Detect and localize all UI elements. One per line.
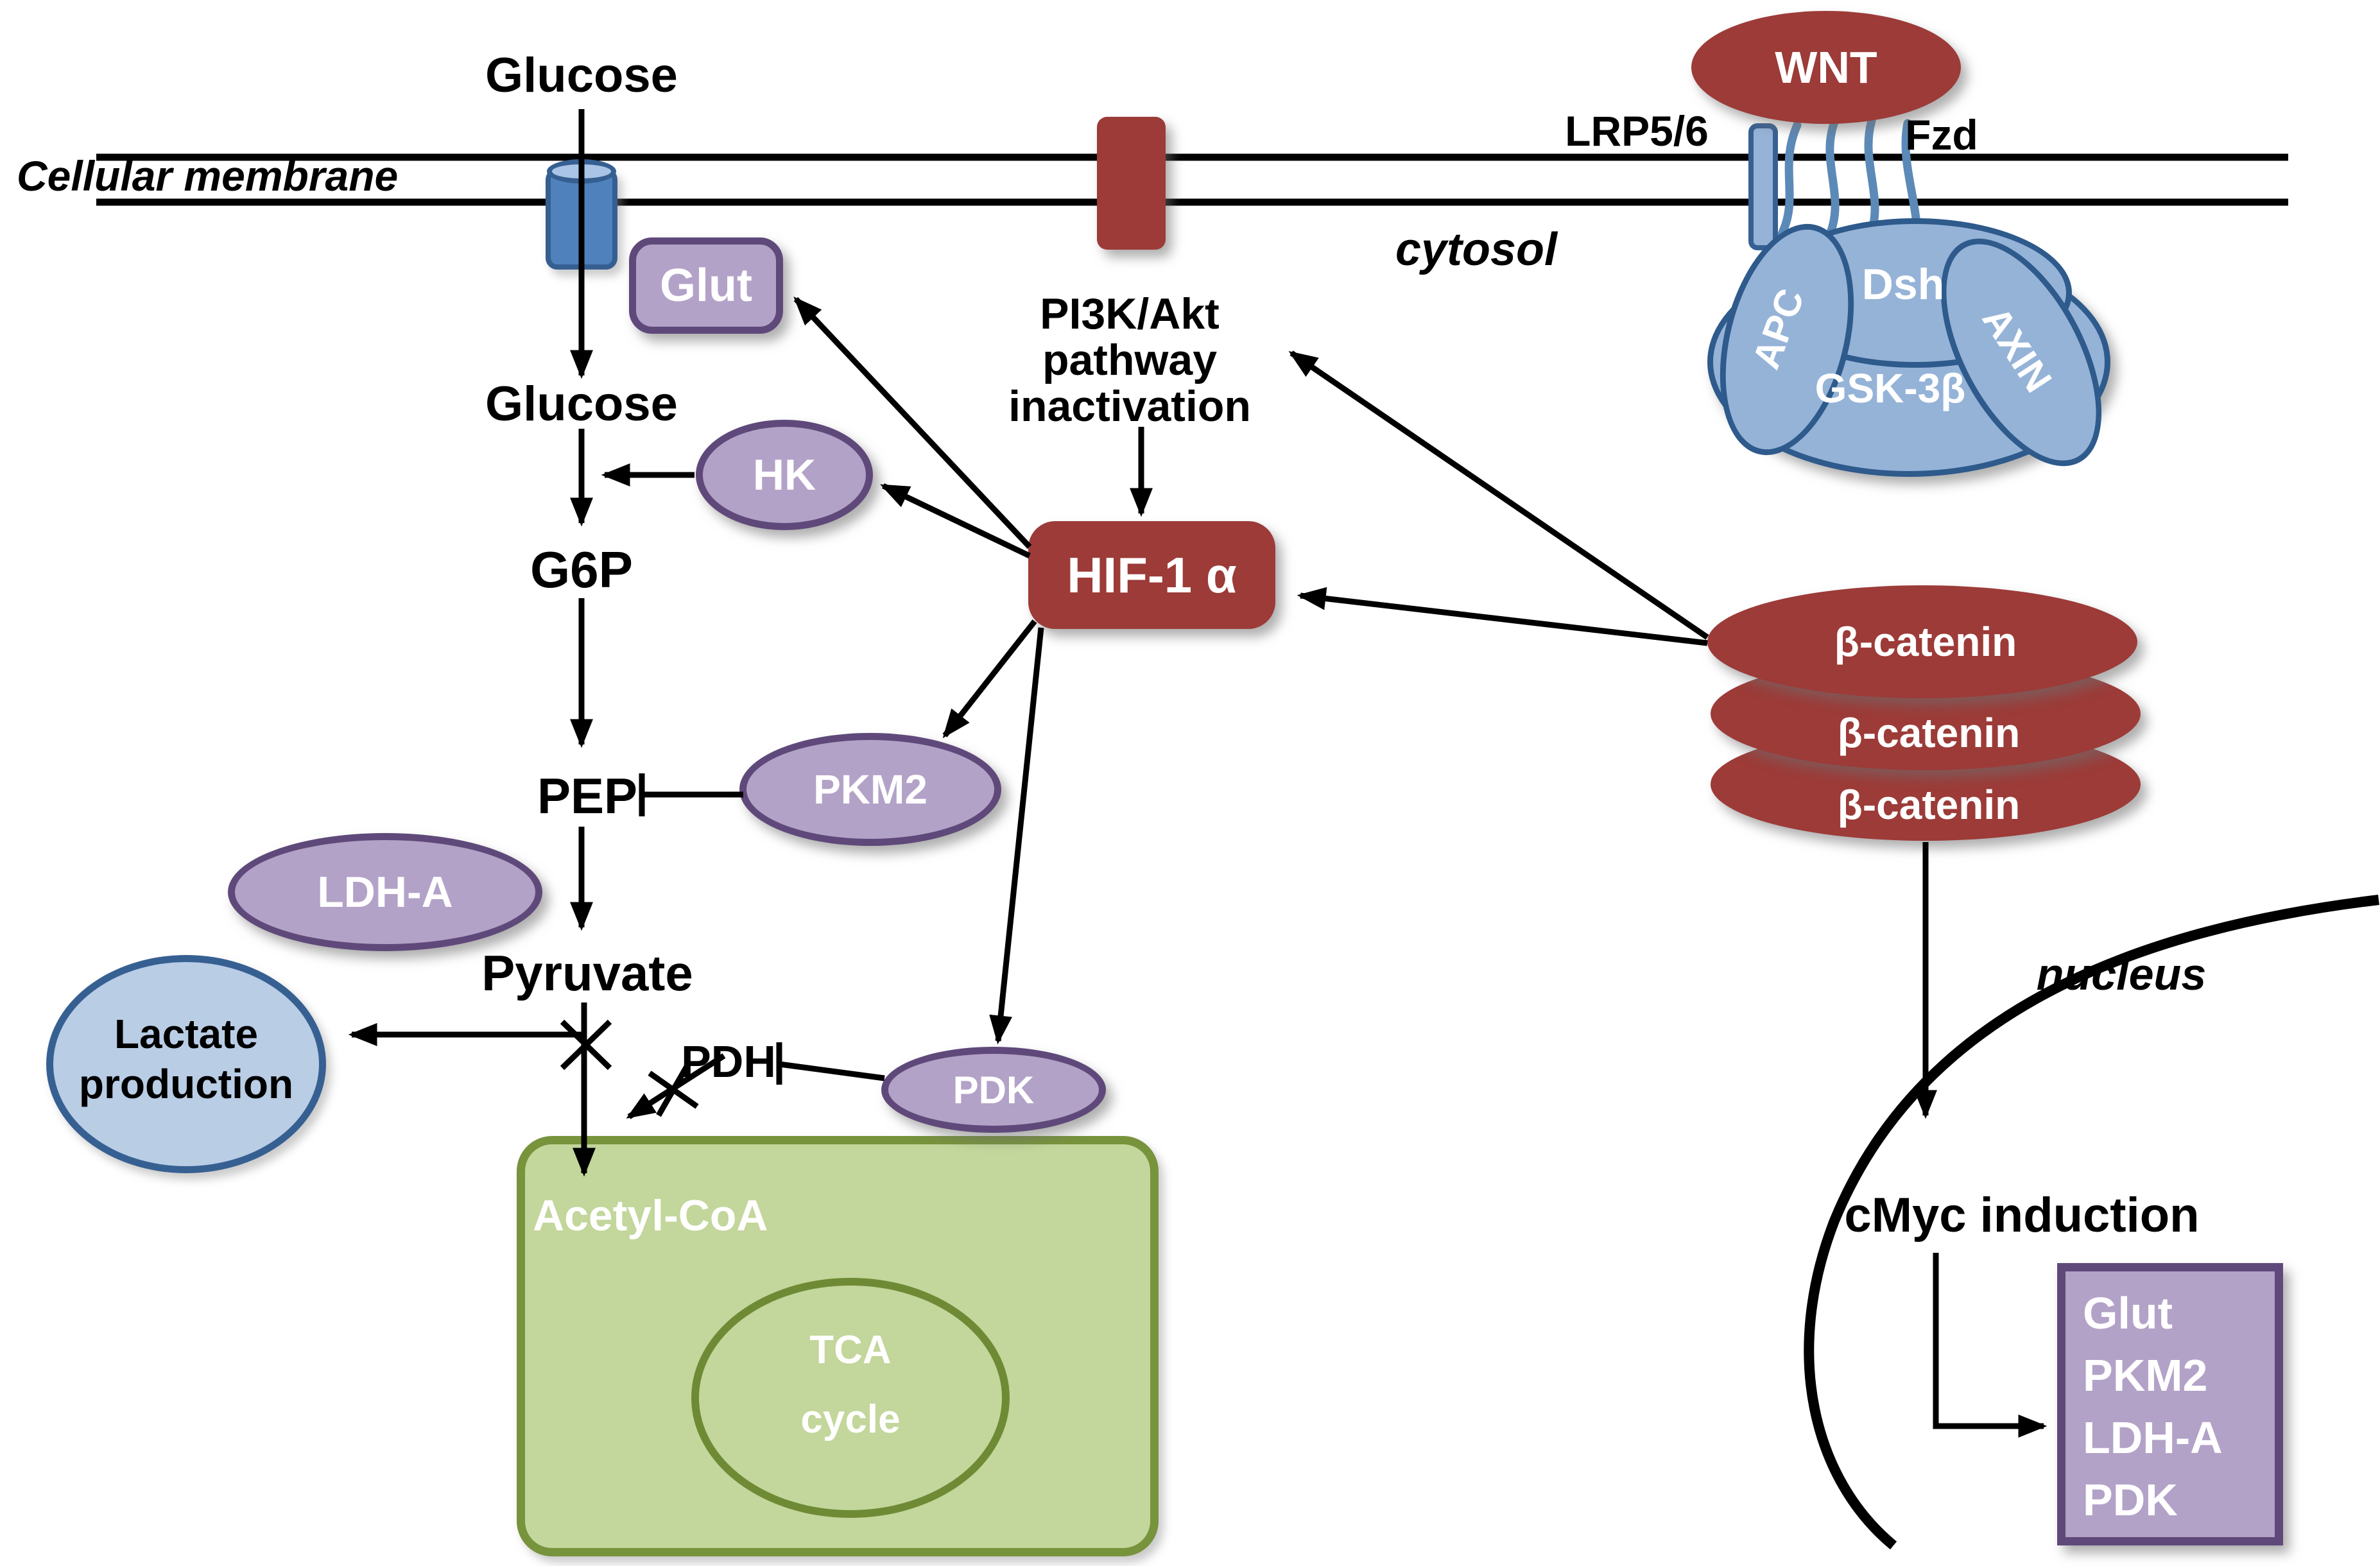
nucleus-gene-box bbox=[2057, 1263, 2283, 1545]
wnt-label: WNT bbox=[1775, 42, 1877, 92]
cross-pyruvate-icon bbox=[560, 1019, 612, 1071]
glucose-extracellular-label: Glucose bbox=[485, 48, 678, 103]
pdh-label: PDH bbox=[681, 1037, 776, 1087]
hif1a-node: HIF-1 α bbox=[1028, 521, 1275, 629]
beta-catenin-3-label: β-catenin bbox=[1837, 782, 2021, 828]
lactate-production-circle bbox=[46, 955, 326, 1173]
pi3k-label-line3: inactivation bbox=[1008, 382, 1251, 431]
pkm2-node-label: PKM2 bbox=[813, 766, 927, 813]
pyruvate-label: Pyruvate bbox=[481, 945, 693, 1001]
arrow-hif-to-pdk bbox=[989, 627, 1044, 1045]
glut-node: Glut bbox=[629, 237, 783, 334]
cytosol-label: cytosol bbox=[1395, 224, 1558, 275]
ldha-node: LDH-A bbox=[228, 833, 542, 951]
lrp56-receptor bbox=[1748, 123, 1778, 250]
fzd-label: Fzd bbox=[1905, 111, 1978, 159]
gsk3b-label: GSK-3β bbox=[1815, 365, 1966, 411]
beta-catenin-2-label: β-catenin bbox=[1837, 710, 2021, 756]
tbar-pdk-pdh-line bbox=[779, 1061, 885, 1081]
cellular-membrane-label: Cellular membrane bbox=[17, 152, 399, 200]
arrow-bcatenin-to-pi3k bbox=[1288, 350, 1709, 640]
cell-membrane-lines bbox=[96, 153, 2288, 206]
pi3k-label-line1: PI3K/Akt bbox=[1040, 289, 1220, 338]
pi3k-receptor bbox=[1097, 117, 1166, 250]
pdk-node-label: PDK bbox=[953, 1068, 1035, 1112]
tca-label-line1: TCA bbox=[809, 1327, 892, 1372]
ldha-node-label: LDH-A bbox=[317, 868, 453, 916]
pep-label: PEP bbox=[537, 768, 638, 824]
acetyl-coa-label: Acetyl-CoA bbox=[533, 1191, 768, 1240]
gene-glut-label: Glut bbox=[2083, 1288, 2173, 1338]
arrow-hif-to-pkm2 bbox=[942, 619, 1037, 739]
g6p-label: G6P bbox=[530, 541, 634, 598]
pkm2-node: PKM2 bbox=[739, 733, 1001, 846]
gene-ldha-label: LDH-A bbox=[2083, 1413, 2223, 1463]
cmyc-induction-label: cMyc induction bbox=[1844, 1188, 2200, 1243]
dsh-label: Dsh bbox=[1861, 260, 1945, 309]
gene-pkm2-label: PKM2 bbox=[2083, 1350, 2208, 1400]
hk-node: HK bbox=[696, 420, 873, 530]
pi3k-label-line2: pathway bbox=[1042, 336, 1218, 384]
lactate-label-line2: production bbox=[78, 1061, 294, 1107]
glucose-intracellular-label: Glucose bbox=[485, 377, 678, 431]
lrp56-label: LRP5/6 bbox=[1565, 107, 1709, 155]
tca-label-line2: cycle bbox=[800, 1397, 901, 1441]
glut-node-label: Glut bbox=[660, 260, 752, 311]
arrow-cmyc-to-genes bbox=[1933, 1253, 2048, 1438]
nucleus-label: nucleus bbox=[2036, 949, 2207, 999]
arrow-hif-to-hk bbox=[880, 483, 1031, 559]
beta-catenin-1-label: β-catenin bbox=[1834, 619, 2017, 665]
cross-pyruvate-icon bbox=[560, 1019, 612, 1071]
pdk-node: PDK bbox=[881, 1047, 1106, 1133]
arrow-bcatenin-to-hif bbox=[1297, 587, 1708, 646]
hif1a-node-label: HIF-1 α bbox=[1067, 546, 1237, 603]
wnt-ligand: WNT bbox=[1691, 11, 1961, 124]
beta-catenin-1 bbox=[1707, 585, 2137, 698]
lactate-label-line1: Lactate bbox=[114, 1011, 259, 1057]
hk-node-label: HK bbox=[752, 451, 816, 499]
glucose-channel-top-icon bbox=[547, 159, 616, 184]
gene-pdk-label: PDK bbox=[2083, 1475, 2178, 1525]
